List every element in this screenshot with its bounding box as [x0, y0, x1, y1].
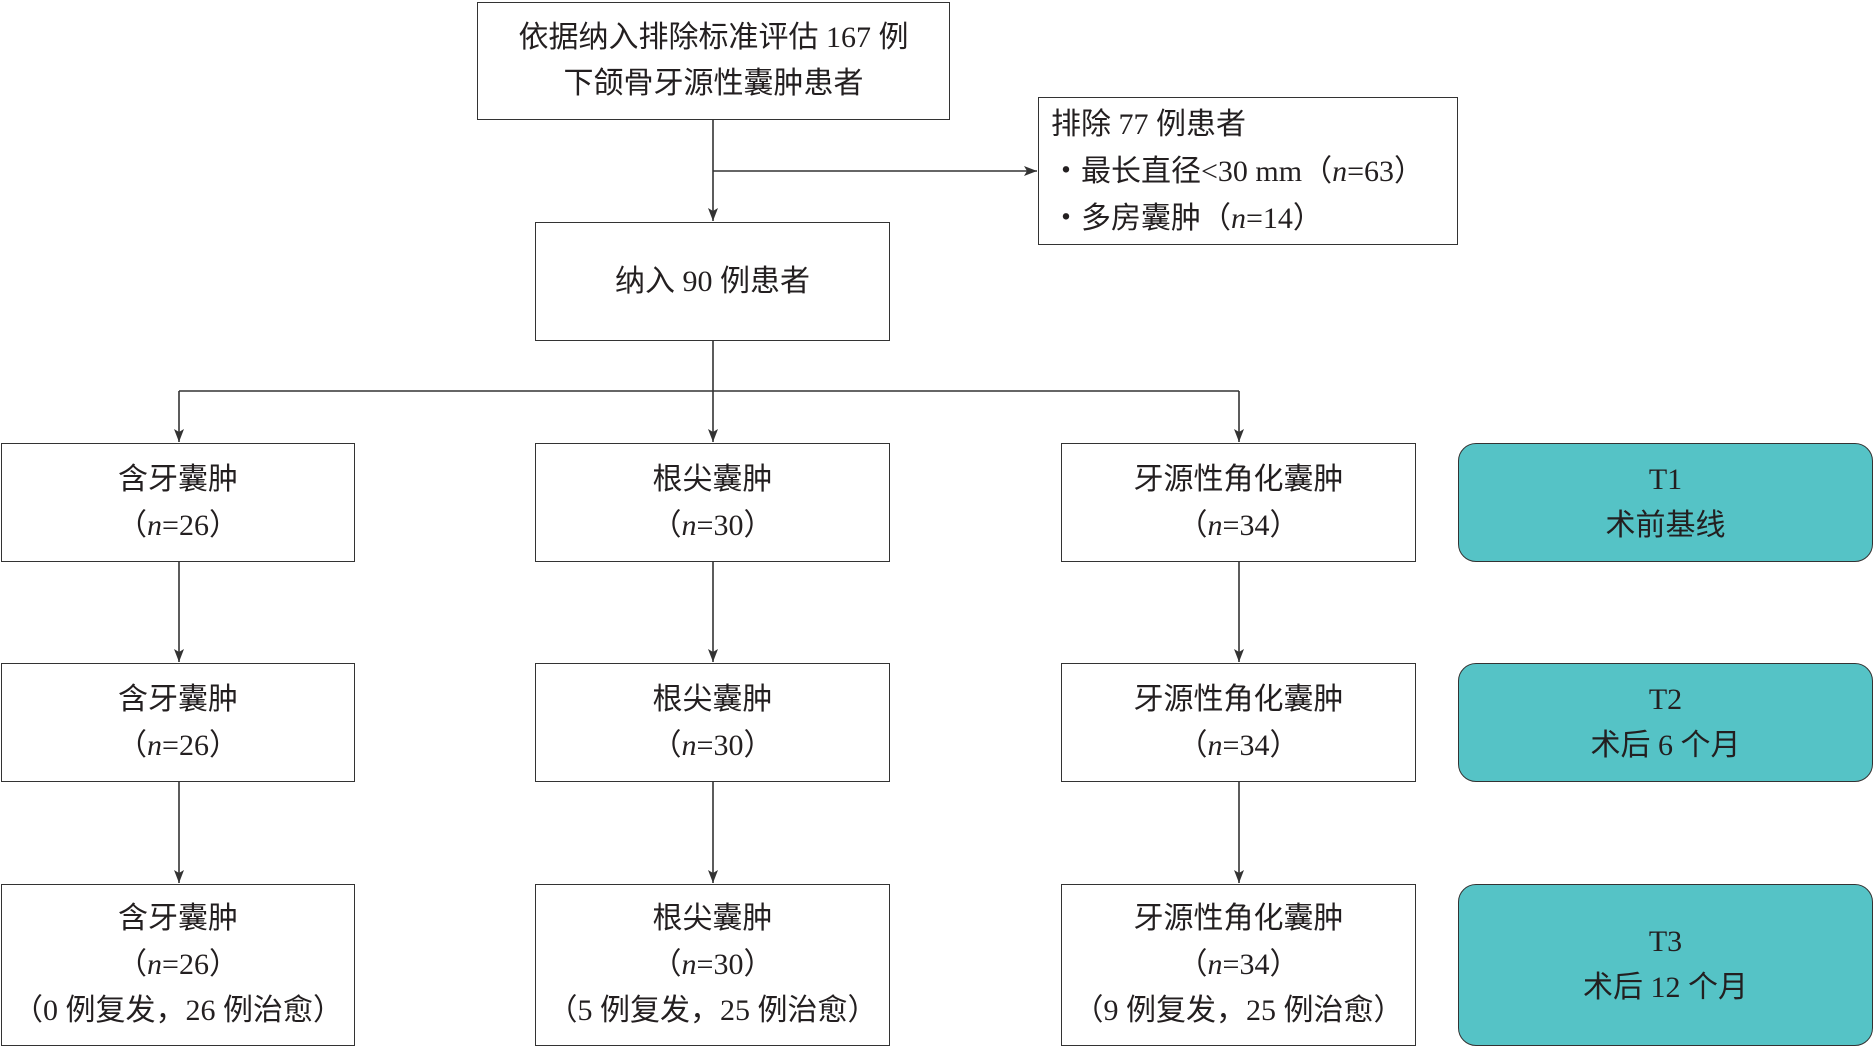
excluded-item-text: ・多房囊肿（: [1051, 201, 1231, 235]
count-value: =30）: [696, 948, 774, 981]
timepoint-code: T1: [1648, 462, 1683, 496]
count-value: =26）: [162, 508, 239, 542]
included-label: 纳入 90 例患者: [615, 264, 810, 298]
count-value: =34）: [1222, 728, 1300, 762]
group-box-dentigerous-t3: 含牙囊肿 （n=26） （0 例复发，26 例治愈）: [1, 884, 355, 1046]
group-count: （n=26）: [117, 503, 239, 549]
group-count: （n=34）: [1178, 723, 1300, 769]
count-variable: n: [1207, 948, 1223, 981]
group-box-radicular-t1: 根尖囊肿 （n=30）: [535, 443, 890, 562]
count-variable: n: [147, 728, 163, 762]
timepoint-box-t2: T2 术后 6 个月: [1458, 663, 1873, 782]
group-name: 牙源性角化囊肿: [1133, 462, 1344, 496]
excluded-item-count: =14）: [1246, 201, 1323, 235]
group-box-keratocyst-t2: 牙源性角化囊肿 （n=34）: [1061, 663, 1416, 782]
group-count: （n=34）: [1178, 503, 1300, 549]
count-value: =30）: [696, 508, 774, 542]
excluded-item: ・最长直径<30 mm（n=63）: [1051, 148, 1424, 195]
count-variable: n: [147, 508, 163, 542]
excluded-box: 排除 77 例患者 ・最长直径<30 mm（n=63） ・多房囊肿（n=14）: [1038, 97, 1458, 245]
group-box-dentigerous-t2: 含牙囊肿 （n=26）: [1, 663, 355, 782]
count-open: （: [651, 508, 682, 542]
count-value: =34）: [1222, 948, 1300, 981]
group-box-radicular-t2: 根尖囊肿 （n=30）: [535, 663, 890, 782]
group-count: （n=30）: [652, 723, 774, 769]
timepoint-box-t3: T3 术后 12 个月: [1458, 884, 1873, 1046]
group-name: 根尖囊肿: [652, 462, 773, 496]
group-outcome: （5 例复发，25 例治愈）: [547, 994, 878, 1027]
excluded-item-count: =63）: [1347, 154, 1425, 188]
group-count: （n=26）: [117, 723, 239, 769]
count-open: （: [117, 728, 148, 762]
group-count: （n=34）: [1178, 942, 1300, 988]
count-open: （: [1177, 508, 1208, 542]
timepoint-label: 术前基线: [1605, 508, 1726, 542]
count-variable: n: [681, 948, 697, 981]
group-name: 牙源性角化囊肿: [1133, 902, 1344, 935]
group-count: （n=26）: [117, 942, 239, 988]
count-value: =34）: [1222, 508, 1300, 542]
group-outcome: （9 例复发，25 例治愈）: [1073, 994, 1404, 1027]
count-value: =26）: [162, 948, 239, 981]
count-open: （: [651, 948, 682, 981]
excluded-title: 排除 77 例患者: [1051, 107, 1246, 141]
included-box: 纳入 90 例患者: [535, 222, 890, 341]
count-open: （: [1177, 948, 1208, 981]
count-variable: n: [1231, 201, 1246, 235]
screening-line-1: 依据纳入排除标准评估 167 例: [518, 21, 909, 54]
group-name: 含牙囊肿: [118, 682, 238, 716]
count-variable: n: [1207, 728, 1223, 762]
group-name: 根尖囊肿: [652, 902, 773, 935]
group-name: 含牙囊肿: [118, 902, 238, 935]
count-open: （: [117, 948, 148, 981]
count-variable: n: [147, 948, 163, 981]
group-outcome: （0 例复发，26 例治愈）: [13, 994, 343, 1027]
screening-line-2: 下颌骨牙源性囊肿患者: [563, 67, 864, 100]
group-box-keratocyst-t1: 牙源性角化囊肿 （n=34）: [1061, 443, 1416, 562]
count-variable: n: [1332, 154, 1348, 188]
count-open: （: [117, 508, 148, 542]
group-name: 含牙囊肿: [118, 462, 238, 496]
group-count: （n=30）: [652, 942, 774, 988]
count-value: =26）: [162, 728, 239, 762]
count-variable: n: [681, 508, 697, 542]
group-box-radicular-t3: 根尖囊肿 （n=30） （5 例复发，25 例治愈）: [535, 884, 890, 1046]
timepoint-label: 术后 12 个月: [1583, 971, 1748, 1004]
timepoint-code: T2: [1648, 682, 1683, 716]
group-count: （n=30）: [652, 503, 774, 549]
group-box-dentigerous-t1: 含牙囊肿 （n=26）: [1, 443, 355, 562]
timepoint-label: 术后 6 个月: [1590, 728, 1741, 762]
group-name: 牙源性角化囊肿: [1133, 682, 1344, 716]
group-box-keratocyst-t3: 牙源性角化囊肿 （n=34） （9 例复发，25 例治愈）: [1061, 884, 1416, 1046]
timepoint-box-t1: T1 术前基线: [1458, 443, 1873, 562]
count-open: （: [1177, 728, 1208, 762]
excluded-item: ・多房囊肿（n=14）: [1051, 195, 1323, 242]
count-variable: n: [681, 728, 697, 762]
count-value: =30）: [696, 728, 774, 762]
count-open: （: [651, 728, 682, 762]
count-variable: n: [1207, 508, 1223, 542]
excluded-item-text: ・最长直径<30 mm（: [1051, 154, 1333, 188]
screening-box: 依据纳入排除标准评估 167 例 下颌骨牙源性囊肿患者: [477, 2, 950, 120]
group-name: 根尖囊肿: [652, 682, 773, 716]
timepoint-code: T3: [1648, 925, 1683, 958]
